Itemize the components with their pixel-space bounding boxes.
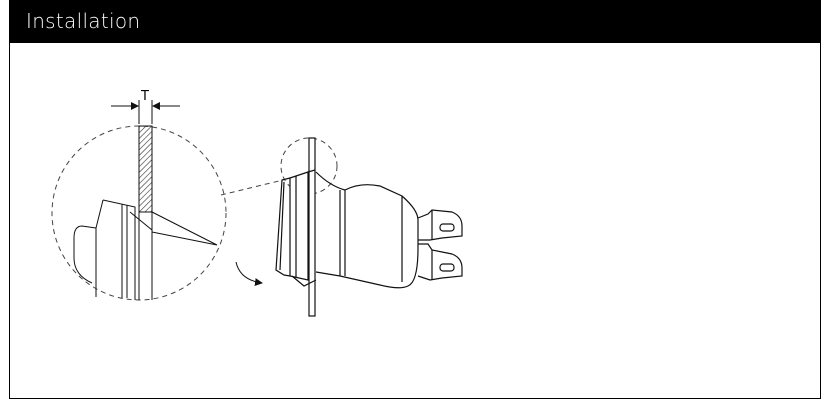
thickness-label: T (140, 89, 149, 104)
spade-terminals (417, 209, 463, 281)
rotate-arrow (235, 261, 263, 287)
section-header: Installation (10, 0, 820, 43)
main-detail-circle (280, 137, 338, 195)
thickness-dimension: T (111, 89, 180, 124)
detail-view: T (51, 89, 284, 301)
section-title: Installation (26, 9, 141, 33)
detail-leader-line (220, 179, 284, 196)
panel-hatching (138, 125, 153, 213)
bezel-detail (73, 199, 218, 300)
rocker-switch-side-view (275, 137, 463, 317)
